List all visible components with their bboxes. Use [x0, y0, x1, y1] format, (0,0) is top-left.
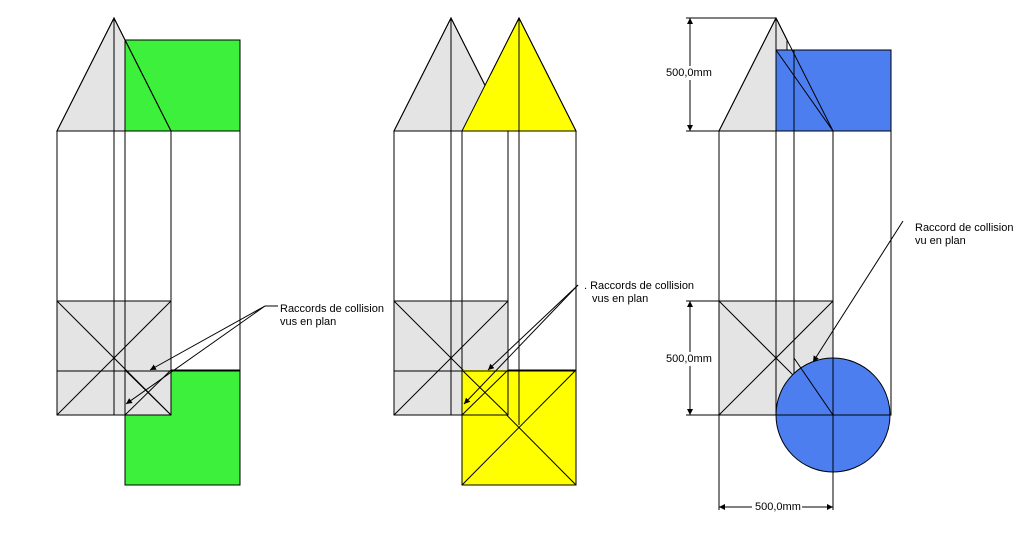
- annotation-left-line1: Raccords de collision: [280, 303, 384, 315]
- figure-middle: . Raccords de collision vus en plan: [393, 16, 694, 486]
- leader-line-2: [463, 284, 579, 405]
- dimension-width: 500,0mm: [755, 501, 801, 513]
- annotation-middle-line2: vus en plan: [592, 293, 648, 305]
- annotation-right-line1: Raccord de collision: [915, 222, 1013, 234]
- gray-roof: [56, 16, 126, 132]
- leader-line-2: [125, 305, 266, 405]
- blue-top-rect: [775, 49, 892, 132]
- annotation-right-line2: vu en plan: [915, 235, 966, 247]
- leader-line-1: [487, 284, 579, 371]
- annotation-middle-line1: . Raccords de collision: [584, 280, 694, 292]
- figure-right: 500,0mm 500,0mm 500,0mm Raccord de colli…: [662, 16, 1013, 514]
- leader-line-1: [149, 305, 266, 371]
- leader-line: [812, 220, 904, 363]
- dimension-square-height: 500,0mm: [666, 353, 712, 365]
- green-top-rect: [124, 39, 241, 132]
- annotation-left-line2: vus en plan: [280, 316, 336, 328]
- dimension-top-height: 500,0mm: [666, 67, 712, 79]
- figure-left: Raccords de collision vus en plan: [56, 16, 384, 486]
